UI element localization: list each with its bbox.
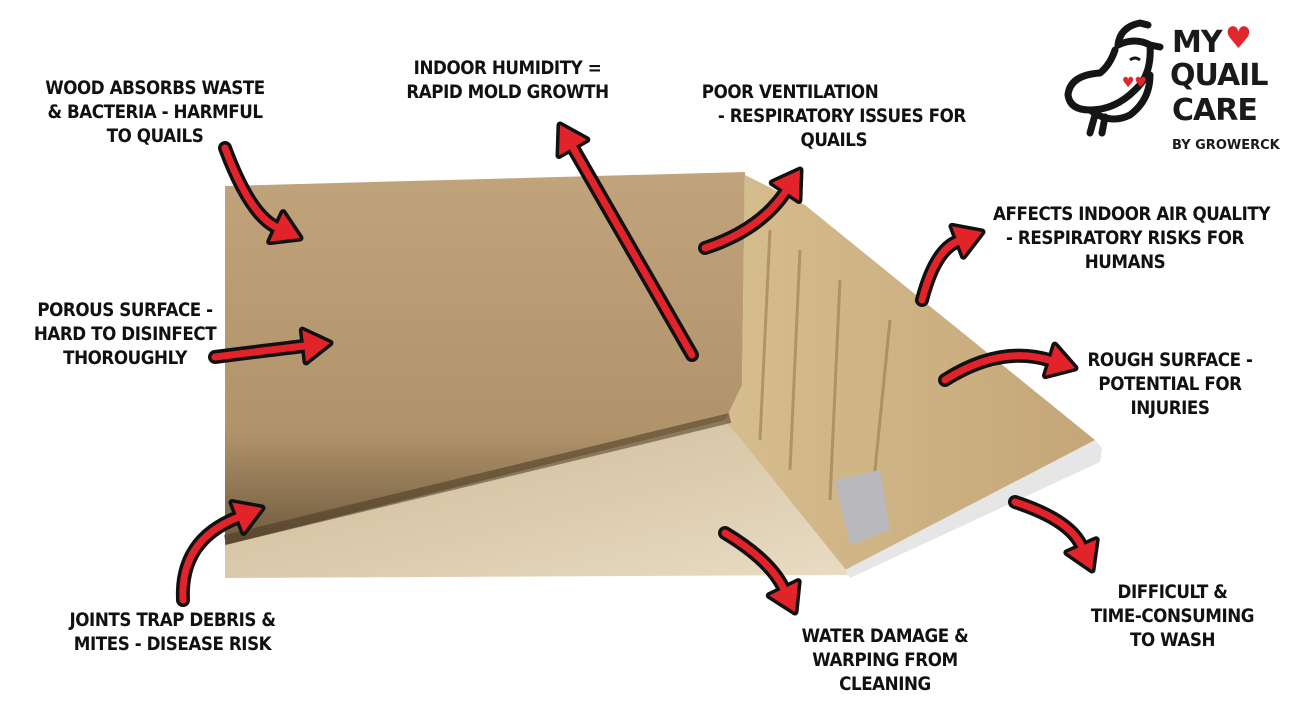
arrow-difficult-wash xyxy=(1008,495,1100,574)
arrow-wood-absorbs xyxy=(218,141,304,246)
callout-rough-surface: Rough surface -potential forinjuries xyxy=(1087,349,1253,419)
arrow-water-damage xyxy=(718,526,802,616)
floor xyxy=(225,420,850,578)
side-wall-edge xyxy=(845,440,1102,578)
callout-water-damage: Water damage &warping fromcleaning xyxy=(801,625,969,695)
arrow-rough-surface xyxy=(938,341,1079,387)
callout-air-quality: Affects indoor air quality- respiratory … xyxy=(993,203,1270,273)
arrow-indoor-humidity xyxy=(555,121,699,362)
callout-difficult-wash: Difficult &time-consumingto wash xyxy=(1090,581,1255,651)
logo-text-my: MY xyxy=(1172,25,1223,60)
logo-text-quail: QUAIL xyxy=(1170,58,1268,93)
arrow-porous-surface xyxy=(208,326,334,366)
logo: ♥♥ MY ♥ QUAIL CARE BY GROWERCK xyxy=(1060,15,1290,160)
callout-wood-absorbs: Wood absorbs waste& bacteria - harmfulto… xyxy=(45,77,265,147)
callout-indoor-humidity: Indoor humidity =rapid mold growth xyxy=(406,57,609,103)
callout-poor-ventilation: Poor ventilation - respiratory issues fo… xyxy=(701,81,966,151)
callout-porous-surface: Porous surface -hard to disinfectthoroug… xyxy=(33,299,217,369)
quail-icon: ♥♥ xyxy=(1064,19,1164,137)
side-wall xyxy=(725,175,1100,575)
small-hearts-icon: ♥♥ xyxy=(1122,75,1147,91)
arrow-poor-ventilation xyxy=(698,166,804,255)
logo-byline: BY GROWERCK xyxy=(1172,138,1280,153)
arrow-air-quality xyxy=(915,222,986,307)
arrow-joints-trap xyxy=(175,499,266,607)
metal-bracket xyxy=(835,470,890,545)
heart-icon: ♥ xyxy=(1225,21,1252,56)
callout-joints-trap: Joints trap debris &mites - disease risk xyxy=(69,609,276,655)
logo-text-care: CARE xyxy=(1172,93,1258,128)
